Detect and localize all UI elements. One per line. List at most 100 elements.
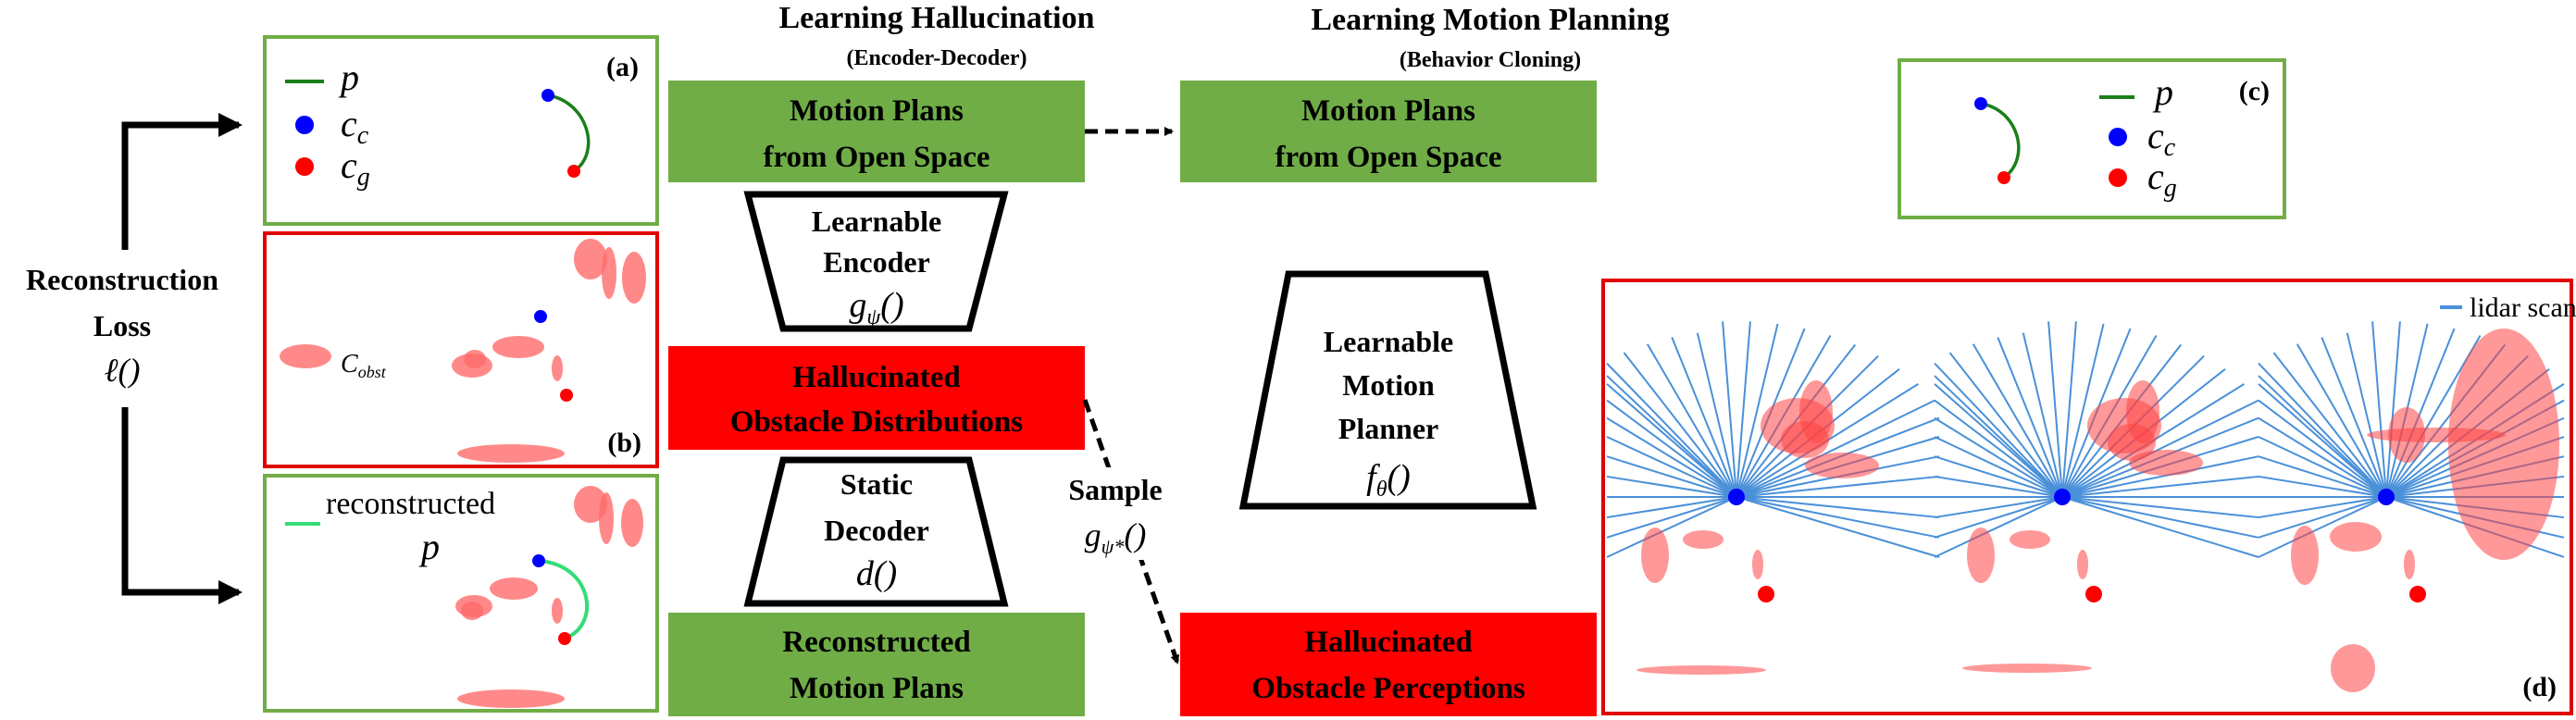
lidar-ray <box>2385 328 2456 498</box>
lidar-ray <box>1646 343 1737 498</box>
loss-fn: ℓ() <box>105 352 141 389</box>
lidar-ray <box>1736 496 1940 558</box>
lidar-ray <box>1934 496 2063 519</box>
legend-cc-label: cc <box>341 103 369 150</box>
lidar-ray <box>1934 375 2063 498</box>
lidar-ray <box>1606 475 1737 498</box>
svg-text:Static: Static <box>840 467 913 501</box>
lidar-ray <box>1948 352 2063 498</box>
recon-obstacles <box>455 486 643 708</box>
lidar-ray <box>2258 496 2387 519</box>
svg-text:Hallucinated: Hallucinated <box>792 361 961 394</box>
lidar-ray <box>1972 343 2063 498</box>
sample-label: Sample gψ*() <box>1055 467 1176 560</box>
box-hallucinated-obstacle-distributions: Hallucinated Obstacle Distributions <box>668 346 1085 450</box>
panel-d-tag: (d) <box>2522 672 2557 702</box>
lidar-ray <box>1934 416 2063 498</box>
obst-label: Cobst <box>341 350 387 381</box>
loss-line2: Loss <box>93 309 151 342</box>
svg-text:Motion Plans: Motion Plans <box>790 94 964 128</box>
lidar-ray <box>2258 383 2387 498</box>
lidar-ray <box>2258 416 2387 498</box>
header-encoder-decoder: (Encoder-Decoder) <box>846 46 1027 70</box>
goal-point <box>567 165 580 178</box>
lidar-ray <box>1722 321 1737 498</box>
box-hallucinated-obstacle-perceptions: Hallucinated Obstacle Perceptions <box>1180 613 1597 716</box>
recon-current-point <box>532 554 545 567</box>
lidar-legend-label: lidar scan <box>2470 292 2576 323</box>
svg-text:p: p <box>2152 71 2173 113</box>
lidar-ray <box>2061 496 2259 558</box>
lidar-ray <box>2061 496 2259 539</box>
lidar-ray <box>1696 332 1737 498</box>
lidar-ray <box>2061 455 2259 498</box>
svg-text:Encoder: Encoder <box>823 245 930 279</box>
example-path <box>547 93 591 173</box>
svg-text:cg: cg <box>2147 155 2177 203</box>
planner-fn: fθ() <box>1366 458 1411 502</box>
loss-arrow-bottom <box>121 407 243 604</box>
panel-a-border <box>263 35 659 226</box>
panel-a-tag: (a) <box>606 52 639 82</box>
box-motion-plans-open-space-bc: Motion Plans from Open Space <box>1180 81 1597 182</box>
lidar-ray <box>1623 352 1737 498</box>
svg-text:Hallucinated: Hallucinated <box>1304 626 1473 659</box>
lidar-ray <box>2346 332 2387 498</box>
lidar-ray <box>2258 475 2387 498</box>
panel-c-border <box>1898 58 2286 219</box>
current-point <box>541 89 554 102</box>
lidar-ray <box>1934 455 2063 498</box>
loss-label: Reconstruction Loss ℓ() <box>26 263 218 389</box>
lidar-ray <box>1934 362 2063 498</box>
reconstruction-loss-arrows <box>121 113 243 604</box>
lidar-ray <box>1736 323 1779 498</box>
lidar-ray <box>1606 416 1737 498</box>
header-learning-hallucination: Learning Hallucination <box>779 1 1095 35</box>
panel-a: p cc cg (a) <box>263 35 659 226</box>
lidar-ray <box>2258 496 2387 539</box>
lidar-ray <box>1736 321 1751 498</box>
lidar-ray <box>1736 475 1940 498</box>
lidar-ray <box>1606 496 1737 558</box>
encoder-fn: gψ() <box>849 286 903 329</box>
lidar-ray <box>2022 332 2063 498</box>
trapezoid-learnable-encoder: Learnable Encoder gψ() <box>743 191 1009 332</box>
panel-reconstructed: reconstructed p <box>263 474 659 713</box>
svg-text:cc: cc <box>2147 115 2176 162</box>
panel-c-tag: (c) <box>2239 76 2270 106</box>
panel-b-obstacles <box>280 239 646 463</box>
svg-text:Motion Plans: Motion Plans <box>790 672 964 705</box>
lidar-ray <box>2061 399 2259 498</box>
legend-current-dot <box>295 116 314 134</box>
loss-line1: Reconstruction <box>26 263 218 296</box>
lidar-ray <box>2061 475 2259 498</box>
legend-p-label: p <box>338 56 359 98</box>
lidar-ray <box>2371 321 2387 498</box>
lidar-ray <box>1606 383 1737 498</box>
lidar-ray <box>2321 337 2387 498</box>
lidar-ray <box>1736 496 1940 539</box>
recon-path <box>538 559 590 640</box>
b-current-point <box>534 310 547 323</box>
lidar-ray <box>2258 436 2387 498</box>
lidar-ray <box>1736 399 1935 498</box>
svg-text:Reconstructed: Reconstructed <box>782 626 970 659</box>
panel-d: lidar scan (d) <box>1601 279 2576 715</box>
recon-goal-point <box>558 632 571 645</box>
lidar-ray <box>1606 399 1737 498</box>
svg-text:Learnable: Learnable <box>1324 325 1453 358</box>
panel-b-tag: (b) <box>607 428 641 458</box>
lidar-ray <box>1606 455 1737 498</box>
dashed-arrow-sample <box>1082 399 1180 664</box>
lidar-ray <box>2296 343 2387 498</box>
lidar-ray <box>2258 375 2387 498</box>
box-reconstructed-motion-plans: Reconstructed Motion Plans <box>668 613 1085 716</box>
svg-text:Sample: Sample <box>1068 473 1162 506</box>
legend-goal-dot <box>295 157 314 176</box>
lidar-ray <box>2385 321 2401 498</box>
lidar-ray <box>1934 436 2063 498</box>
svg-text:Decoder: Decoder <box>824 514 929 547</box>
svg-text:gψ*(): gψ*() <box>1085 516 1147 558</box>
svg-text:Obstacle Perceptions: Obstacle Perceptions <box>1251 672 1525 705</box>
